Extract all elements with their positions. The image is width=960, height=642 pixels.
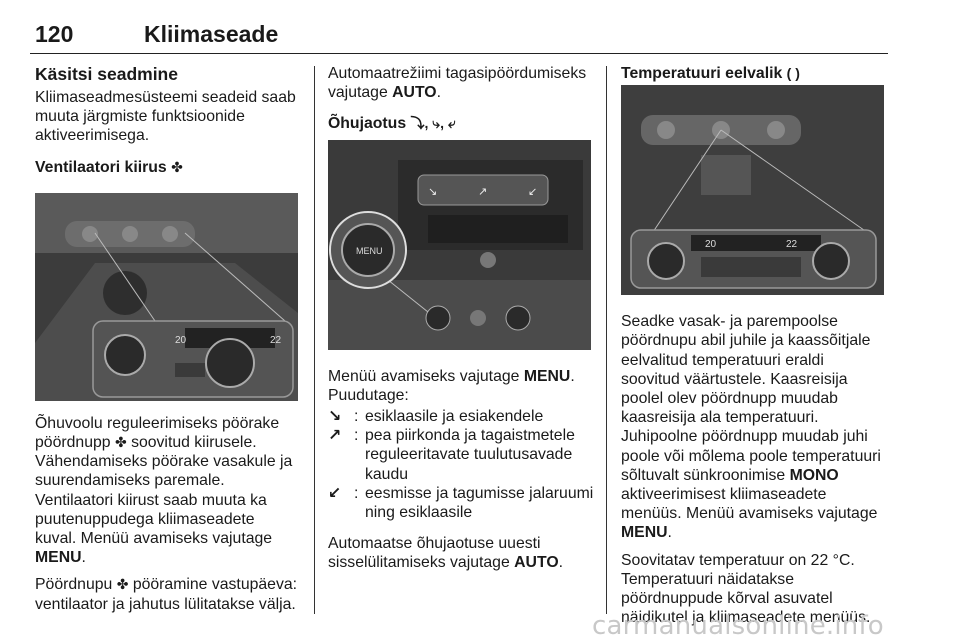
touch-label: Puudutage: [328,386,409,404]
column-3: Temperatuuri eelvalik ( ) 20 22 Seadke v… [621,64,887,627]
air-distribution-heading: Õhujaotus ⤵, ⤷, ⤶ [328,115,456,133]
figure-temperature-control: 20 22 [621,85,884,296]
fig2-menu-label: MENU [356,246,383,256]
temperature-knob-icon: ( ) [786,65,800,81]
watermark: carmanualsonline.info [592,611,884,641]
head-vent-icon: ↗ [328,427,342,445]
air-distribution-icons: ⤵, ⤷, ⤶ [410,115,456,132]
auto-distribution-paragraph: Automaatse õhujaotuse uuesti sisselülita… [328,535,563,572]
fig1-temp-left: 20 [175,335,187,346]
fan-speed-heading: Ventilaatori kiirus ✤ [35,158,183,176]
fan-icon: ✤ [114,434,127,451]
fig3-temp-right: 22 [786,239,798,250]
temperature-paragraph-1: Seadke vasak- ja parempoolse pöördnupu a… [621,313,881,542]
temperature-heading: Temperatuuri eelvalik ( ) [621,65,800,82]
column-divider-1 [314,66,315,614]
fan-paragraph-1: Õhuvoolu reguleerimiseks pöörake pöördnu… [35,414,293,490]
svg-text:↙: ↙ [528,185,537,198]
figure-air-distribution: ↘ ↗ ↙ MENU [328,139,591,350]
figure-fan-control: 20 22 [35,192,298,401]
fan-icon: ✤ [171,158,183,175]
auto-paragraph: Automaatrežiimi tagasipöördumiseks vajut… [328,65,587,102]
page-number: 120 [35,21,74,47]
fan-icon: ✤ [116,576,129,593]
temperature-paragraph-2: Soovitatav temperatuur on 22 °C. Tempera… [621,551,871,627]
footwell-icon: ↙ [328,484,342,502]
fig1-temp-right: 22 [270,335,282,346]
svg-text:↘: ↘ [428,185,437,198]
list-item: ↗: pea piirkonda ja tagaistmetele regule… [328,427,575,483]
section-heading-manual: Käsitsi seadmine [35,64,178,84]
list-item: ↙: eesmisse ja tagumisse jalaruumi ning … [328,484,594,522]
intro-text: Kliimaseadmesüsteemi seadeid saab muuta … [35,89,296,145]
column-2: Automaatrežiimi tagasipöördumiseks vajut… [328,64,596,573]
menu-paragraph: Menüü avamiseks vajutage MENU. [328,367,575,385]
fan-paragraph-2: Ventilaatori kiirust saab muuta ka puute… [35,491,273,567]
windscreen-icon: ↘ [328,408,342,426]
fig3-temp-left: 20 [705,239,717,250]
fan-paragraph-3: Pöördnupu ✤ pööramine vastupäeva: ventil… [35,576,298,613]
column-1: Käsitsi seadmine Kliimaseadmesüsteemi se… [35,64,300,614]
page-header: 120 Kliimaseade [30,18,888,54]
list-item: ↘: esiklaasile ja esiakendele [328,408,544,426]
column-divider-2 [606,66,607,614]
svg-text:↗: ↗ [478,185,487,198]
chapter-title: Kliimaseade [144,21,279,47]
air-distribution-list: ↘: esiklaasile ja esiakendele ↗: pea pii… [328,407,596,522]
